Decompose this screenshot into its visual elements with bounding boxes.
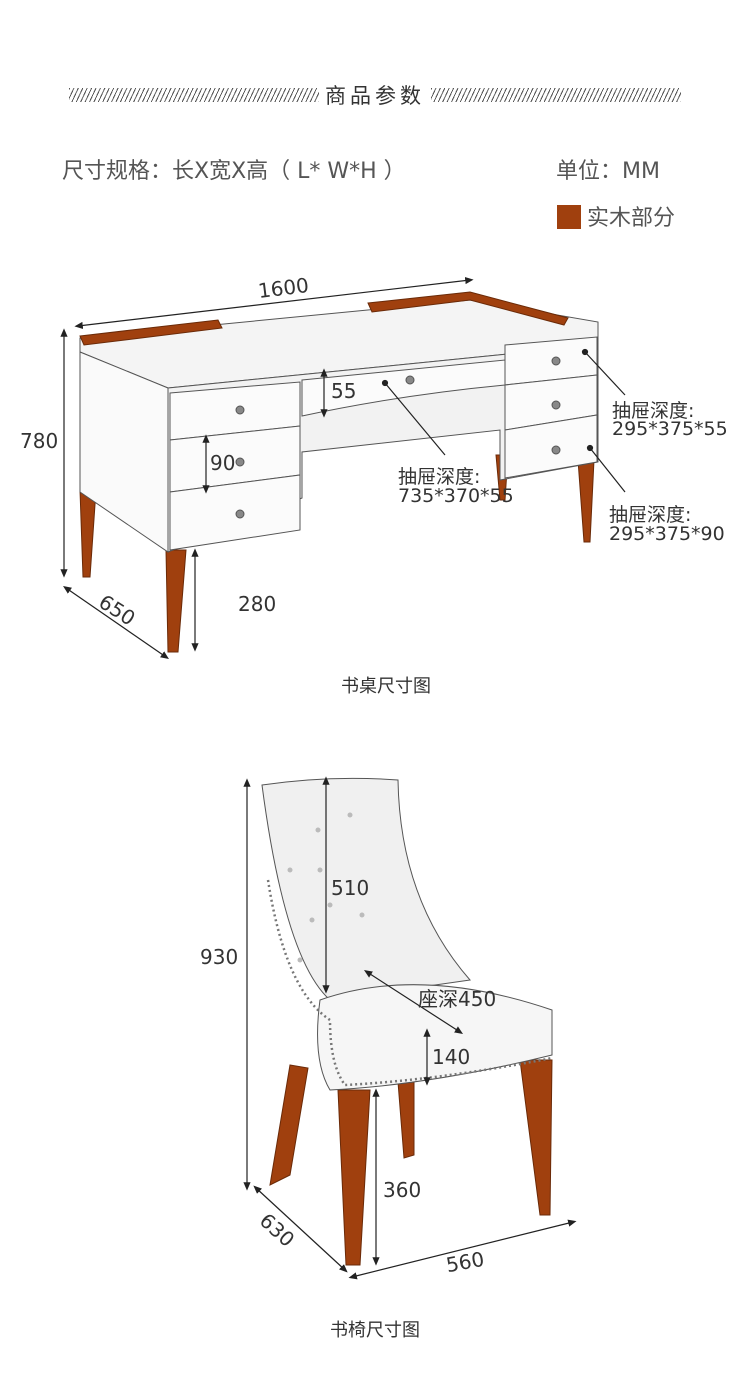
right-top-drawer-label: 抽屉深度: [612,400,695,422]
right-bottom-drawer-value: 295*375*90 [609,523,725,545]
solid-wood-legend: 实木部分 [557,200,675,232]
desk-leg-height-label: 280 [238,592,277,616]
desk-leg-front-left [165,549,187,653]
seat-thickness-label: 140 [432,1045,471,1069]
center-drawer-label: 抽屉深度: [398,466,481,488]
legend-text: 实木部分 [587,206,676,231]
size-spec-label: 尺寸规格：长X宽X高（ L* W*H ） [62,159,406,184]
section-title: 商品参数 [0,80,750,110]
title-text: 商品参数 [325,84,425,108]
center-drawer-height-label: 55 [331,379,357,403]
chair-backrest [261,777,471,1001]
center-drawer-value: 735*370*55 [398,485,514,507]
seat-height-label: 360 [383,1178,422,1202]
desk-caption: 书桌尺寸图 [341,676,431,697]
right-top-drawer-value: 295*375*55 [612,418,728,440]
drawer-left-3 [169,474,301,551]
chair-leg-back-left [269,1064,309,1186]
unit-label: 单位：MM [556,159,660,184]
chair-height-label: 930 [200,945,239,969]
side-drawer-height-label: 90 [210,451,236,475]
chair-leg-front-left [337,1089,371,1266]
desk-illustration [79,291,599,653]
drawer-right-3 [504,414,598,479]
chair-back-height-label: 510 [331,876,370,900]
desk-leg-back-left [79,489,97,578]
title-hatch-left [69,88,319,102]
chair-leg-back-right [397,1081,415,1159]
title-hatch-right [431,88,681,102]
chair-dimension-lines [243,776,577,1280]
desk-dimension-lines [60,276,626,660]
seat-depth-label: 座深450 [418,987,497,1011]
desk-height-label: 780 [20,429,59,453]
drawer-center [301,359,506,417]
solid-wood-swatch [557,205,581,229]
desk-leg-back-right [577,459,595,543]
chair-caption: 书椅尺寸图 [330,1320,420,1341]
chair-leg-front-right [519,1059,553,1216]
right-bottom-drawer-label: 抽屉深度: [609,504,692,526]
